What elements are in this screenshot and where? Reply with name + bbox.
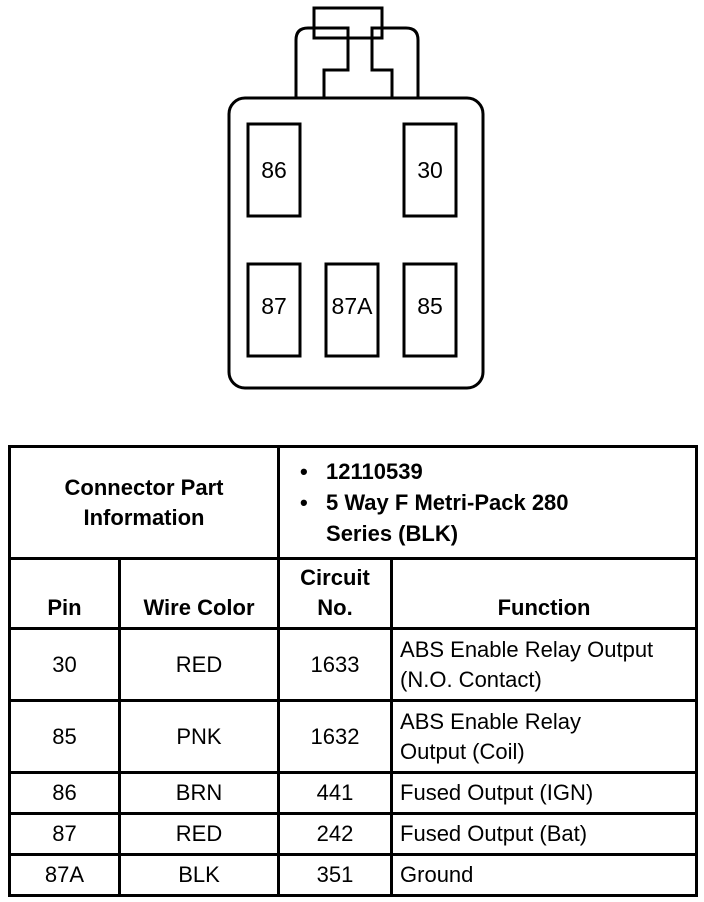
relay-connector-face: 86 30 87 87A 85 bbox=[227, 6, 485, 390]
cell-wire-color: BRN bbox=[117, 771, 281, 815]
pin-cavity-30: 30 bbox=[402, 122, 458, 218]
col-header-wire-color: Wire Color bbox=[117, 557, 281, 630]
cell-circuit: 441 bbox=[277, 771, 394, 815]
cell-function: ABS Enable Relay Output (Coil) bbox=[390, 699, 699, 774]
part-info-values: 12110539 5 Way F Metri-Pack 280 Series (… bbox=[277, 445, 699, 560]
connector-info-table: Connector Part Information 12110539 5 Wa… bbox=[7, 445, 699, 897]
col-header-circuit-line2: No. bbox=[317, 595, 353, 620]
cell-wire-color: RED bbox=[117, 627, 281, 702]
pin-label: 87A bbox=[332, 293, 374, 319]
part-info-label-line2: Information bbox=[83, 504, 205, 530]
pin-cavity-86: 86 bbox=[246, 122, 302, 218]
part-number: 12110539 bbox=[300, 456, 695, 487]
cell-pin: 30 bbox=[8, 627, 121, 702]
connector-housing bbox=[227, 96, 485, 390]
cell-function: Fused Output (IGN) bbox=[390, 771, 699, 815]
table-row: 87A BLK 351 Ground bbox=[8, 853, 699, 897]
cell-wire-color: BLK bbox=[117, 853, 281, 897]
table-row: 86 BRN 441 Fused Output (IGN) bbox=[8, 771, 699, 815]
table-row: 85 PNK 1632 ABS Enable Relay Output (Coi… bbox=[8, 699, 699, 774]
col-header-function: Function bbox=[390, 557, 699, 630]
part-info-label: Connector Part Information bbox=[7, 445, 281, 560]
cell-wire-color: RED bbox=[117, 812, 281, 856]
cell-circuit: 1632 bbox=[277, 699, 394, 774]
cell-pin: 85 bbox=[8, 699, 121, 774]
cell-function: ABS Enable Relay Output (N.O. Contact) bbox=[390, 627, 699, 702]
part-info-row: Connector Part Information 12110539 5 Wa… bbox=[7, 445, 699, 560]
cell-function: Fused Output (Bat) bbox=[390, 812, 699, 856]
table-row: 87 RED 242 Fused Output (Bat) bbox=[8, 812, 699, 856]
col-header-pin: Pin bbox=[8, 557, 121, 630]
part-description: 5 Way F Metri-Pack 280 Series (BLK) bbox=[300, 487, 596, 549]
cell-circuit: 242 bbox=[277, 812, 394, 856]
pin-label: 85 bbox=[417, 293, 443, 319]
cell-function: Ground bbox=[390, 853, 699, 897]
pin-label: 87 bbox=[261, 293, 287, 319]
pin-cavity-87a: 87A bbox=[324, 262, 380, 358]
cell-circuit: 351 bbox=[277, 853, 394, 897]
col-header-circuit: Circuit No. bbox=[277, 557, 394, 630]
pin-cavity-85: 85 bbox=[402, 262, 458, 358]
table-row: 30 RED 1633 ABS Enable Relay Output (N.O… bbox=[8, 627, 699, 702]
pin-label: 30 bbox=[417, 157, 443, 183]
cell-pin: 86 bbox=[8, 771, 121, 815]
pin-cavity-87: 87 bbox=[246, 262, 302, 358]
cell-circuit: 1633 bbox=[277, 627, 394, 702]
connector-latch bbox=[294, 6, 420, 98]
cell-wire-color: PNK bbox=[117, 699, 281, 774]
column-header-row: Pin Wire Color Circuit No. Function bbox=[8, 557, 699, 630]
cell-pin: 87 bbox=[8, 812, 121, 856]
cell-pin: 87A bbox=[8, 853, 121, 897]
pin-label: 86 bbox=[261, 157, 287, 183]
part-info-label-line1: Connector Part bbox=[64, 474, 224, 500]
col-header-circuit-line1: Circuit bbox=[300, 565, 370, 590]
